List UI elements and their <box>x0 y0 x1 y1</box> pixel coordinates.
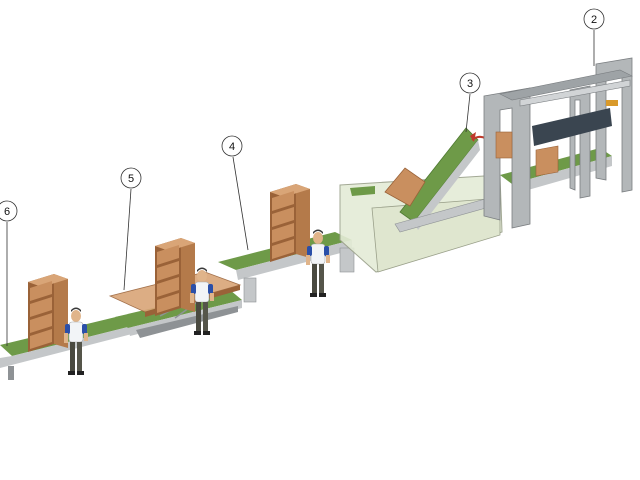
callout-2: 2 <box>583 8 605 66</box>
callout-4: 4 <box>221 135 249 251</box>
callout-label: 4 <box>229 141 235 153</box>
callout-label: 6 <box>4 206 10 218</box>
cabinet <box>270 184 310 262</box>
callout-5: 5 <box>120 167 142 291</box>
gantry-machine <box>483 57 633 229</box>
callout-3: 3 <box>459 72 481 133</box>
cabinet <box>28 274 68 352</box>
callout-6: 6 <box>0 200 18 346</box>
callout-label: 5 <box>128 173 134 185</box>
cabinet <box>155 238 195 316</box>
tilting-conveyor <box>339 127 503 273</box>
callout-label: 2 <box>591 14 597 26</box>
callout-label: 3 <box>467 78 473 90</box>
